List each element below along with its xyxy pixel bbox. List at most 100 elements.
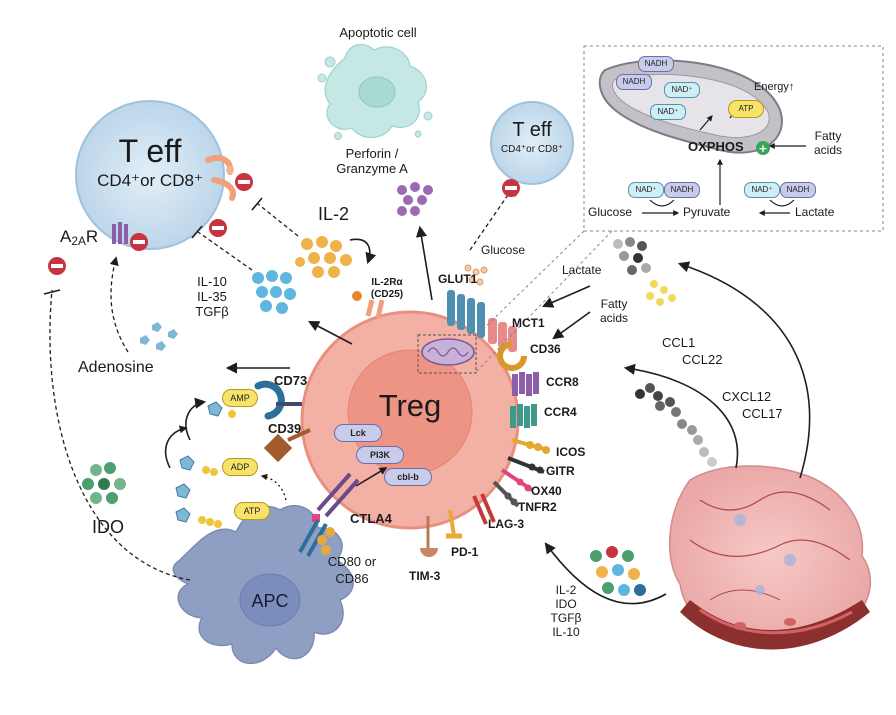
ctla4-receptor <box>312 472 360 522</box>
gitr-label: GITR <box>546 464 575 478</box>
cd25-label: (CD25) <box>370 289 404 300</box>
pathway-arrows <box>164 225 811 605</box>
ccr4-receptor <box>510 404 537 428</box>
treg-cell <box>300 310 520 530</box>
adenosine-label: Adenosine <box>78 359 154 376</box>
adenosine-molecules <box>140 322 178 351</box>
ccr8-receptor <box>512 372 539 396</box>
apoptotic-cell-label: Apoptotic cell <box>339 25 417 40</box>
acids-label: acids <box>599 311 629 325</box>
icos-receptor <box>511 438 550 454</box>
cd36-label: CD36 <box>530 342 561 356</box>
mct1-label: MCT1 <box>512 316 545 330</box>
teff-il2-receptor <box>205 154 236 201</box>
phosphate-groups <box>198 410 236 528</box>
pd1-receptor <box>446 509 462 539</box>
teff-right-title: T eff <box>512 119 552 141</box>
icos-label: ICOS <box>556 445 586 459</box>
treg-mitochondrion <box>417 334 477 374</box>
adp-badge: ADP <box>222 458 258 476</box>
oxphos-label: OXPHOS <box>688 139 744 154</box>
dashed-arrows <box>49 191 511 581</box>
amp-badge: AMP <box>222 389 258 407</box>
ccr8-label: CCR8 <box>546 375 579 389</box>
inset-nadh-right-badge: NADH <box>780 182 816 198</box>
ccl22-label: CCL22 <box>682 352 723 367</box>
inset-nad-lower: NAD⁺ <box>650 104 686 120</box>
svg-text:+: + <box>758 142 767 155</box>
teff-right-subtitle: CD4⁺or CD8⁺ <box>500 144 564 155</box>
il2ra-label: IL-2Rα <box>371 277 403 288</box>
inset-acids-label: acids <box>813 143 843 157</box>
lag3-label: LAG-3 <box>488 517 524 531</box>
cd39-enzyme <box>263 428 311 463</box>
inset-glucose-label: Glucose <box>588 205 633 219</box>
inhibit-icon <box>209 219 227 237</box>
pi3k-badge: PI3K <box>356 446 404 464</box>
lag3-receptor <box>472 493 496 525</box>
apc-cell <box>172 505 354 665</box>
treg-label: Treg <box>378 388 442 423</box>
tgfb-label: TGFβ <box>195 304 229 319</box>
inset-nadh-left: NADH <box>616 74 652 90</box>
cd86-label: CD86 <box>335 571 369 586</box>
cd39-label: CD39 <box>268 421 302 436</box>
il2ra-receptor <box>352 291 385 319</box>
ox40-receptor <box>500 468 534 492</box>
a2ar-label: A2AR <box>60 227 99 248</box>
il2-label: IL-2 <box>318 204 350 224</box>
plus-icon <box>756 141 770 155</box>
inhibit-icon <box>502 179 520 197</box>
ido-molecules <box>82 462 126 504</box>
cblb-badge: cbl-b <box>384 468 432 486</box>
ccl1-label: CCL1 <box>662 335 696 350</box>
cd80-label: CD80 or <box>327 554 377 569</box>
tumor-il10-label: IL-10 <box>552 625 580 639</box>
atp-badge: ATP <box>234 502 270 520</box>
tumor-ido-label: IDO <box>555 597 577 611</box>
a2ar-receptor <box>112 222 128 244</box>
tim3-receptor <box>420 516 438 557</box>
nucleotide-molecules <box>175 401 223 523</box>
ox40-label: OX40 <box>531 484 562 498</box>
teff-right-cell <box>490 101 574 185</box>
inhibit-icon <box>48 257 66 275</box>
cd73-label: CD73 <box>274 373 308 388</box>
energy-label: Energy↑ <box>754 81 795 93</box>
perforin-label: Perforin / <box>345 146 399 161</box>
tnfr2-label: TNFR2 <box>518 500 557 514</box>
inhibit-icon <box>130 233 148 251</box>
tnfr2-receptor <box>492 480 520 508</box>
apoptotic-cell <box>317 43 433 140</box>
ccl17-label: CCL17 <box>742 406 783 421</box>
cd73-enzyme <box>254 380 302 420</box>
tumor-il2-label: IL-2 <box>555 583 577 597</box>
teff-left-subtitle: CD4⁺or CD8⁺ <box>97 171 203 190</box>
tumor-tgfb-label: TGFβ <box>550 611 582 625</box>
lck-badge: Lck <box>334 424 382 442</box>
apc-label: APC <box>251 591 289 611</box>
glut1-transporter <box>447 290 485 338</box>
inset-connector <box>475 230 585 337</box>
glut1-label: GLUT1 <box>438 272 478 286</box>
il35-label: IL-35 <box>197 289 227 304</box>
inhibit-icon <box>235 173 253 191</box>
inset-atp-badge: ATP <box>728 100 764 118</box>
inset-nad-left-badge: NAD⁺ <box>628 182 664 198</box>
gitr-receptor <box>507 456 545 474</box>
glucose-label: Glucose <box>481 243 526 257</box>
il10-label: IL-10 <box>197 274 227 289</box>
inset-nad-right-badge: NAD⁺ <box>744 182 780 198</box>
inset-nad-upper: NAD⁺ <box>664 82 700 98</box>
il2-molecules <box>295 236 352 278</box>
ccr4-label: CCR4 <box>544 405 577 419</box>
fatty-acid-molecules <box>646 280 676 306</box>
tumor-factor-molecules <box>590 546 646 596</box>
teff-left-cell <box>75 100 225 250</box>
lactate-label: Lactate <box>562 263 602 277</box>
ido-label: IDO <box>92 517 125 537</box>
granzyme-granules <box>397 182 433 216</box>
pd1-label: PD-1 <box>451 545 479 559</box>
inset-nadh-left-badge: NADH <box>664 182 700 198</box>
